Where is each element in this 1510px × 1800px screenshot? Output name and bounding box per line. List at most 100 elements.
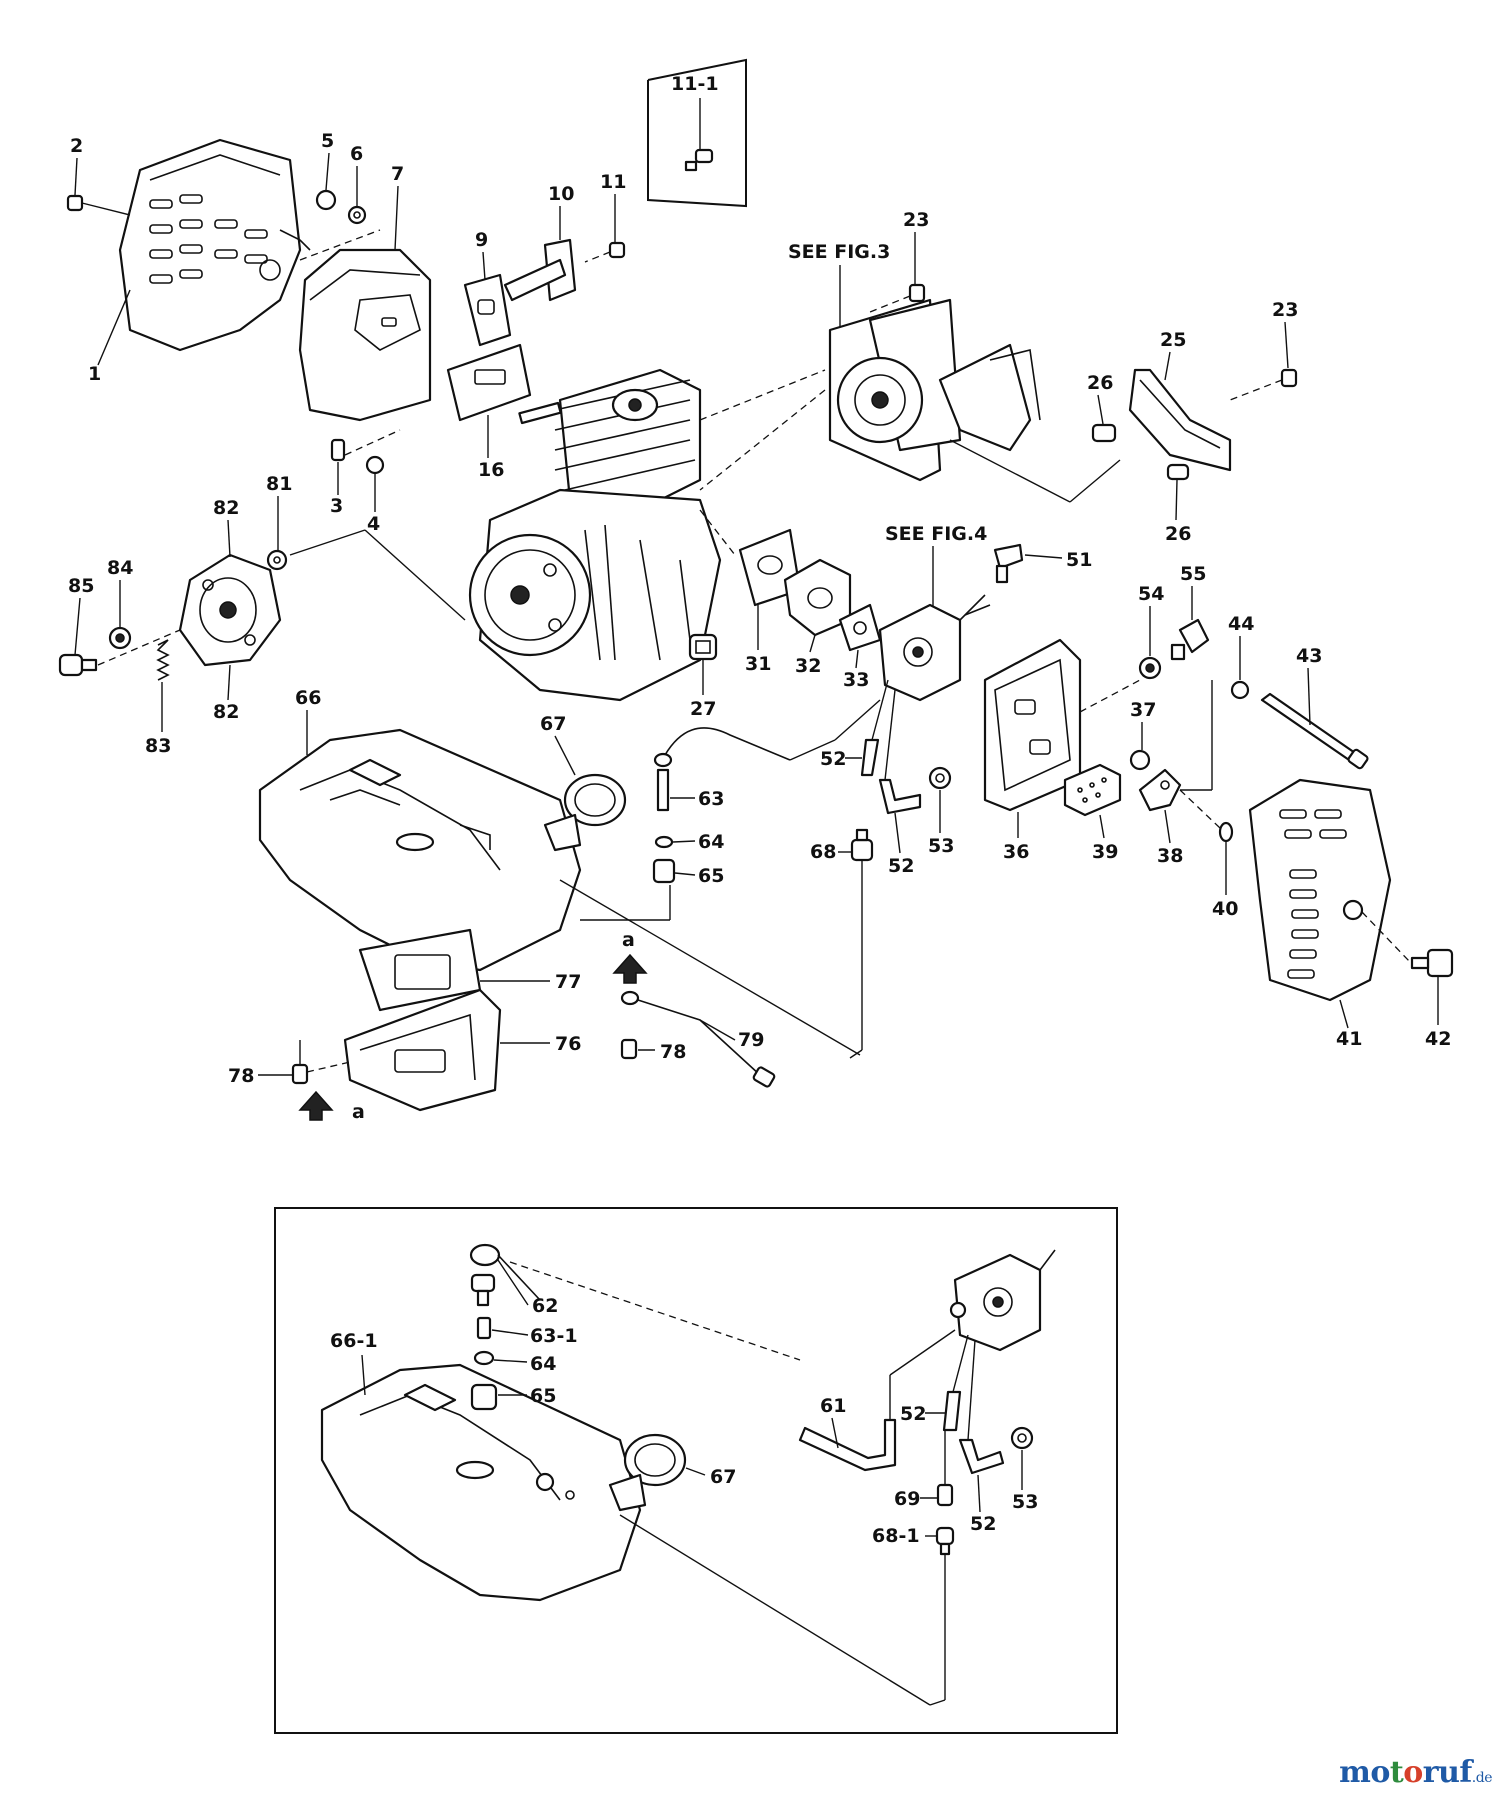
callout-42: 42 xyxy=(1425,1028,1451,1050)
filter-part-65 xyxy=(652,858,676,884)
bolt-part-85 xyxy=(58,653,98,677)
recoil-starter-assembly xyxy=(828,298,1041,482)
engine-shroud-part-1 xyxy=(118,138,311,352)
callout-78a: 78 xyxy=(228,1065,254,1087)
figure-ref-fig3: SEE FIG.3 xyxy=(788,241,890,263)
inset-callout-52a: 52 xyxy=(900,1403,926,1425)
spring-part-83 xyxy=(156,639,170,681)
callout-7: 7 xyxy=(391,163,404,185)
callout-26b: 26 xyxy=(1165,523,1191,545)
fuel-line-part-52-inset-a xyxy=(942,1390,962,1432)
engine-cylinder-block xyxy=(518,368,702,512)
fuel-hose-part-63 xyxy=(653,727,791,812)
watermark-mo: mo xyxy=(1339,1755,1390,1790)
bolt-part-23a xyxy=(869,283,926,313)
bolt-part-2 xyxy=(66,194,131,216)
callout-43: 43 xyxy=(1296,645,1322,667)
callout-79: 79 xyxy=(738,1029,764,1051)
callout-65: 65 xyxy=(698,865,724,887)
muffler-part-7 xyxy=(298,229,432,422)
callout-11: 11 xyxy=(600,171,626,193)
callout-52a: 52 xyxy=(820,748,846,770)
oring-part-40 xyxy=(1218,821,1234,843)
watermark-o: o xyxy=(1403,1755,1423,1790)
callout-33: 33 xyxy=(843,669,869,691)
figure-ref-fig4: SEE FIG.4 xyxy=(885,523,987,545)
hose-part-63-1 xyxy=(476,1316,492,1340)
callout-64: 64 xyxy=(698,831,724,853)
callout-76: 76 xyxy=(555,1033,581,1055)
filter-part-65-inset xyxy=(470,1383,498,1411)
fitting-part-68-1 xyxy=(935,1526,955,1556)
gasket-part-9 xyxy=(463,273,512,347)
callout-39: 39 xyxy=(1092,841,1118,863)
screw-part-78b xyxy=(620,1038,638,1060)
callout-66: 66 xyxy=(295,687,321,709)
vent-hose-part-61 xyxy=(798,1418,897,1472)
bolt-part-43 xyxy=(1260,692,1369,770)
crankcase-flywheel xyxy=(468,488,722,702)
callout-27: 27 xyxy=(690,698,716,720)
inset-callout-66-1: 66-1 xyxy=(330,1330,378,1352)
inset-callout-52b: 52 xyxy=(970,1513,996,1535)
callout-41: 41 xyxy=(1336,1028,1362,1050)
callout-9: 9 xyxy=(475,229,488,251)
fuel-line-part-52a xyxy=(860,738,880,777)
callout-85: 85 xyxy=(68,575,94,597)
clutch-shoe-assembly-82 xyxy=(178,553,282,667)
fitting-part-68 xyxy=(850,828,874,862)
nut-part-5 xyxy=(315,189,337,211)
grommet-part-64 xyxy=(654,835,674,849)
callout-23a: 23 xyxy=(903,209,929,231)
rubber-part-26b xyxy=(1166,463,1190,481)
inset-callout-65: 65 xyxy=(530,1385,556,1407)
callout-52b: 52 xyxy=(888,855,914,877)
callout-31: 31 xyxy=(745,653,771,675)
nut-part-44 xyxy=(1230,680,1250,700)
callout-68: 68 xyxy=(810,841,836,863)
callout-40: 40 xyxy=(1212,898,1238,920)
filter-element-part-39 xyxy=(1063,763,1122,817)
arrow-label-a2: a xyxy=(622,929,635,951)
bolt-part-23b xyxy=(1229,368,1298,401)
inset-box-11-1: 11-1 xyxy=(647,58,747,208)
washer-part-6 xyxy=(347,205,367,225)
watermark-ruf: ruf xyxy=(1422,1755,1473,1790)
motoruf-watermark: motoruf.de xyxy=(1339,1755,1492,1790)
callout-16: 16 xyxy=(478,459,504,481)
fuel-line-part-52b xyxy=(878,778,922,815)
fuel-line-part-52-inset-b xyxy=(958,1438,1005,1475)
grommet-part-64-inset xyxy=(473,1350,495,1366)
callout-2: 2 xyxy=(70,135,83,157)
screw-icon xyxy=(684,148,714,172)
washer-part-54 xyxy=(1138,656,1162,680)
watermark-t: t xyxy=(1389,1755,1404,1790)
inset-callout-53: 53 xyxy=(1012,1491,1038,1513)
callout-1: 1 xyxy=(88,363,101,385)
fuel-system-variant-inset xyxy=(274,1207,1118,1734)
callout-44: 44 xyxy=(1228,613,1254,635)
heat-shield-part-10 xyxy=(503,238,577,302)
callout-6: 6 xyxy=(350,143,363,165)
nut-part-53-inset xyxy=(1010,1426,1034,1450)
callout-53: 53 xyxy=(928,835,954,857)
carburetor-assembly xyxy=(878,594,991,702)
fuel-cap-part-67-inset xyxy=(608,1433,687,1512)
washer-part-81 xyxy=(266,549,288,571)
rubber-part-26a xyxy=(1091,423,1117,443)
tank-bracket-part-76 xyxy=(343,988,502,1112)
callout-38: 38 xyxy=(1157,845,1183,867)
callout-26a: 26 xyxy=(1087,372,1113,394)
callout-23b: 23 xyxy=(1272,299,1298,321)
callout-82b: 82 xyxy=(213,701,239,723)
bracket-part-25 xyxy=(1128,368,1232,472)
inset-callout-63-1: 63-1 xyxy=(530,1325,578,1347)
fuel-cap-part-67 xyxy=(543,773,627,852)
inset-callout-67: 67 xyxy=(710,1466,736,1488)
watermark-suffix: .de xyxy=(1471,1770,1493,1786)
inset-callout-64: 64 xyxy=(530,1353,556,1375)
callout-5: 5 xyxy=(321,130,334,152)
callout-4: 4 xyxy=(367,513,380,535)
bolt-part-3 xyxy=(330,438,346,462)
